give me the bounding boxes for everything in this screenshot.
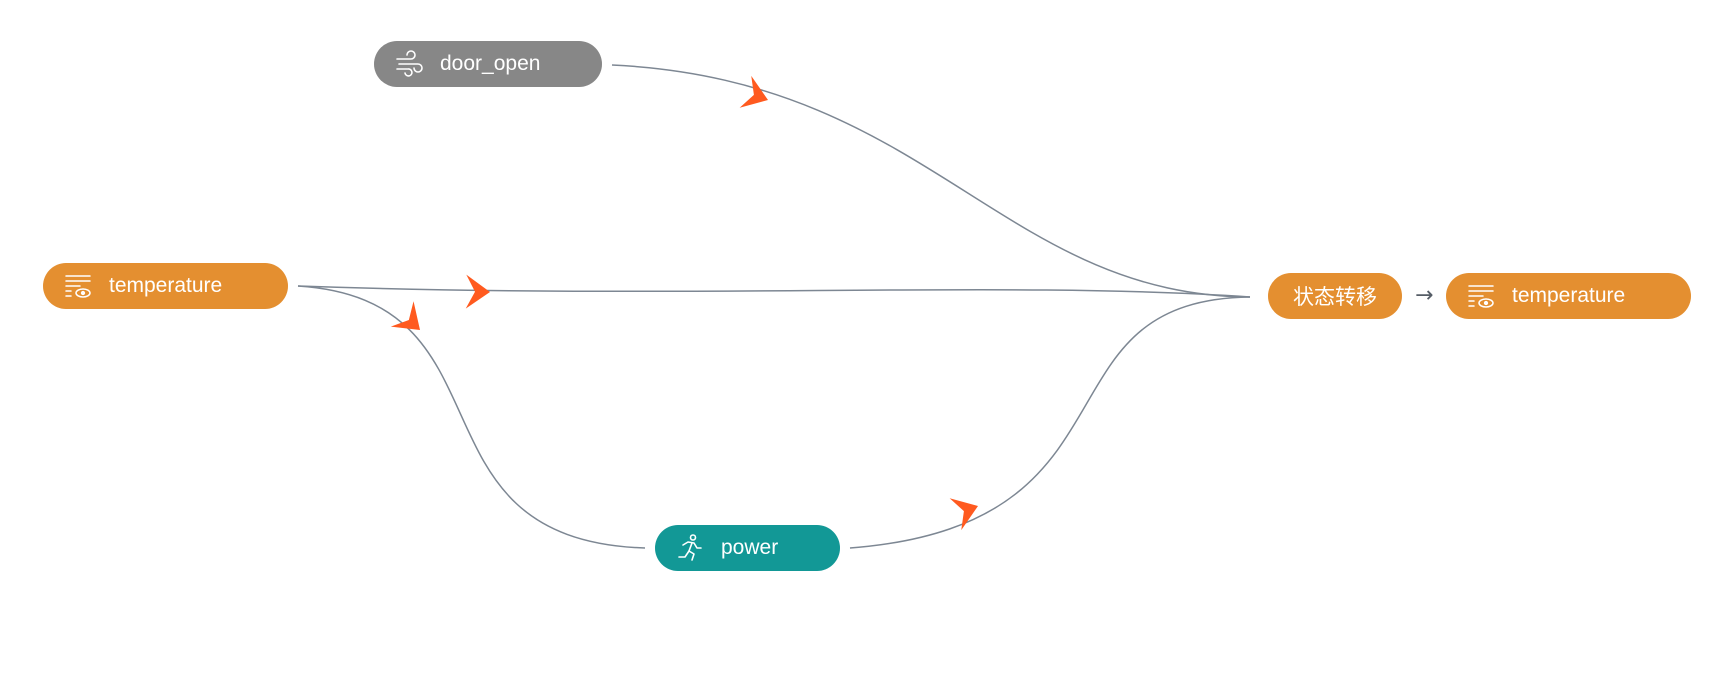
- node-label: temperature: [109, 274, 223, 297]
- wind-icon: [394, 49, 424, 79]
- temperature-sensor-icon: [63, 271, 93, 301]
- edge-power-to-state-transition: [849, 296, 1251, 549]
- arrowhead-temperature-to-power-edge: [390, 301, 420, 330]
- edge-temperature-to-state-transition: [297, 285, 1251, 298]
- node-label: door_open: [440, 52, 541, 75]
- node-temperature-target[interactable]: temperature: [1446, 273, 1691, 319]
- connector-arrow: →: [1415, 283, 1434, 308]
- edge-door-open-to-state-transition: [611, 64, 1251, 298]
- node-state-transition[interactable]: 状态转移: [1268, 273, 1402, 319]
- edge-temperature-to-power: [297, 285, 646, 549]
- node-door-open[interactable]: door_open: [374, 41, 602, 87]
- temperature-sensor-icon: [1466, 281, 1496, 311]
- node-label: 状态转移: [1293, 286, 1377, 309]
- node-temperature-source[interactable]: temperature: [43, 263, 288, 309]
- node-label: temperature: [1512, 284, 1626, 307]
- node-label: power: [721, 536, 779, 559]
- arrowhead-door-open-edge: [739, 75, 768, 108]
- node-power[interactable]: power: [655, 525, 840, 571]
- arrowhead-power-edge: [949, 498, 978, 531]
- running-person-icon: [675, 533, 705, 563]
- arrowhead-temperature-edge: [465, 274, 490, 309]
